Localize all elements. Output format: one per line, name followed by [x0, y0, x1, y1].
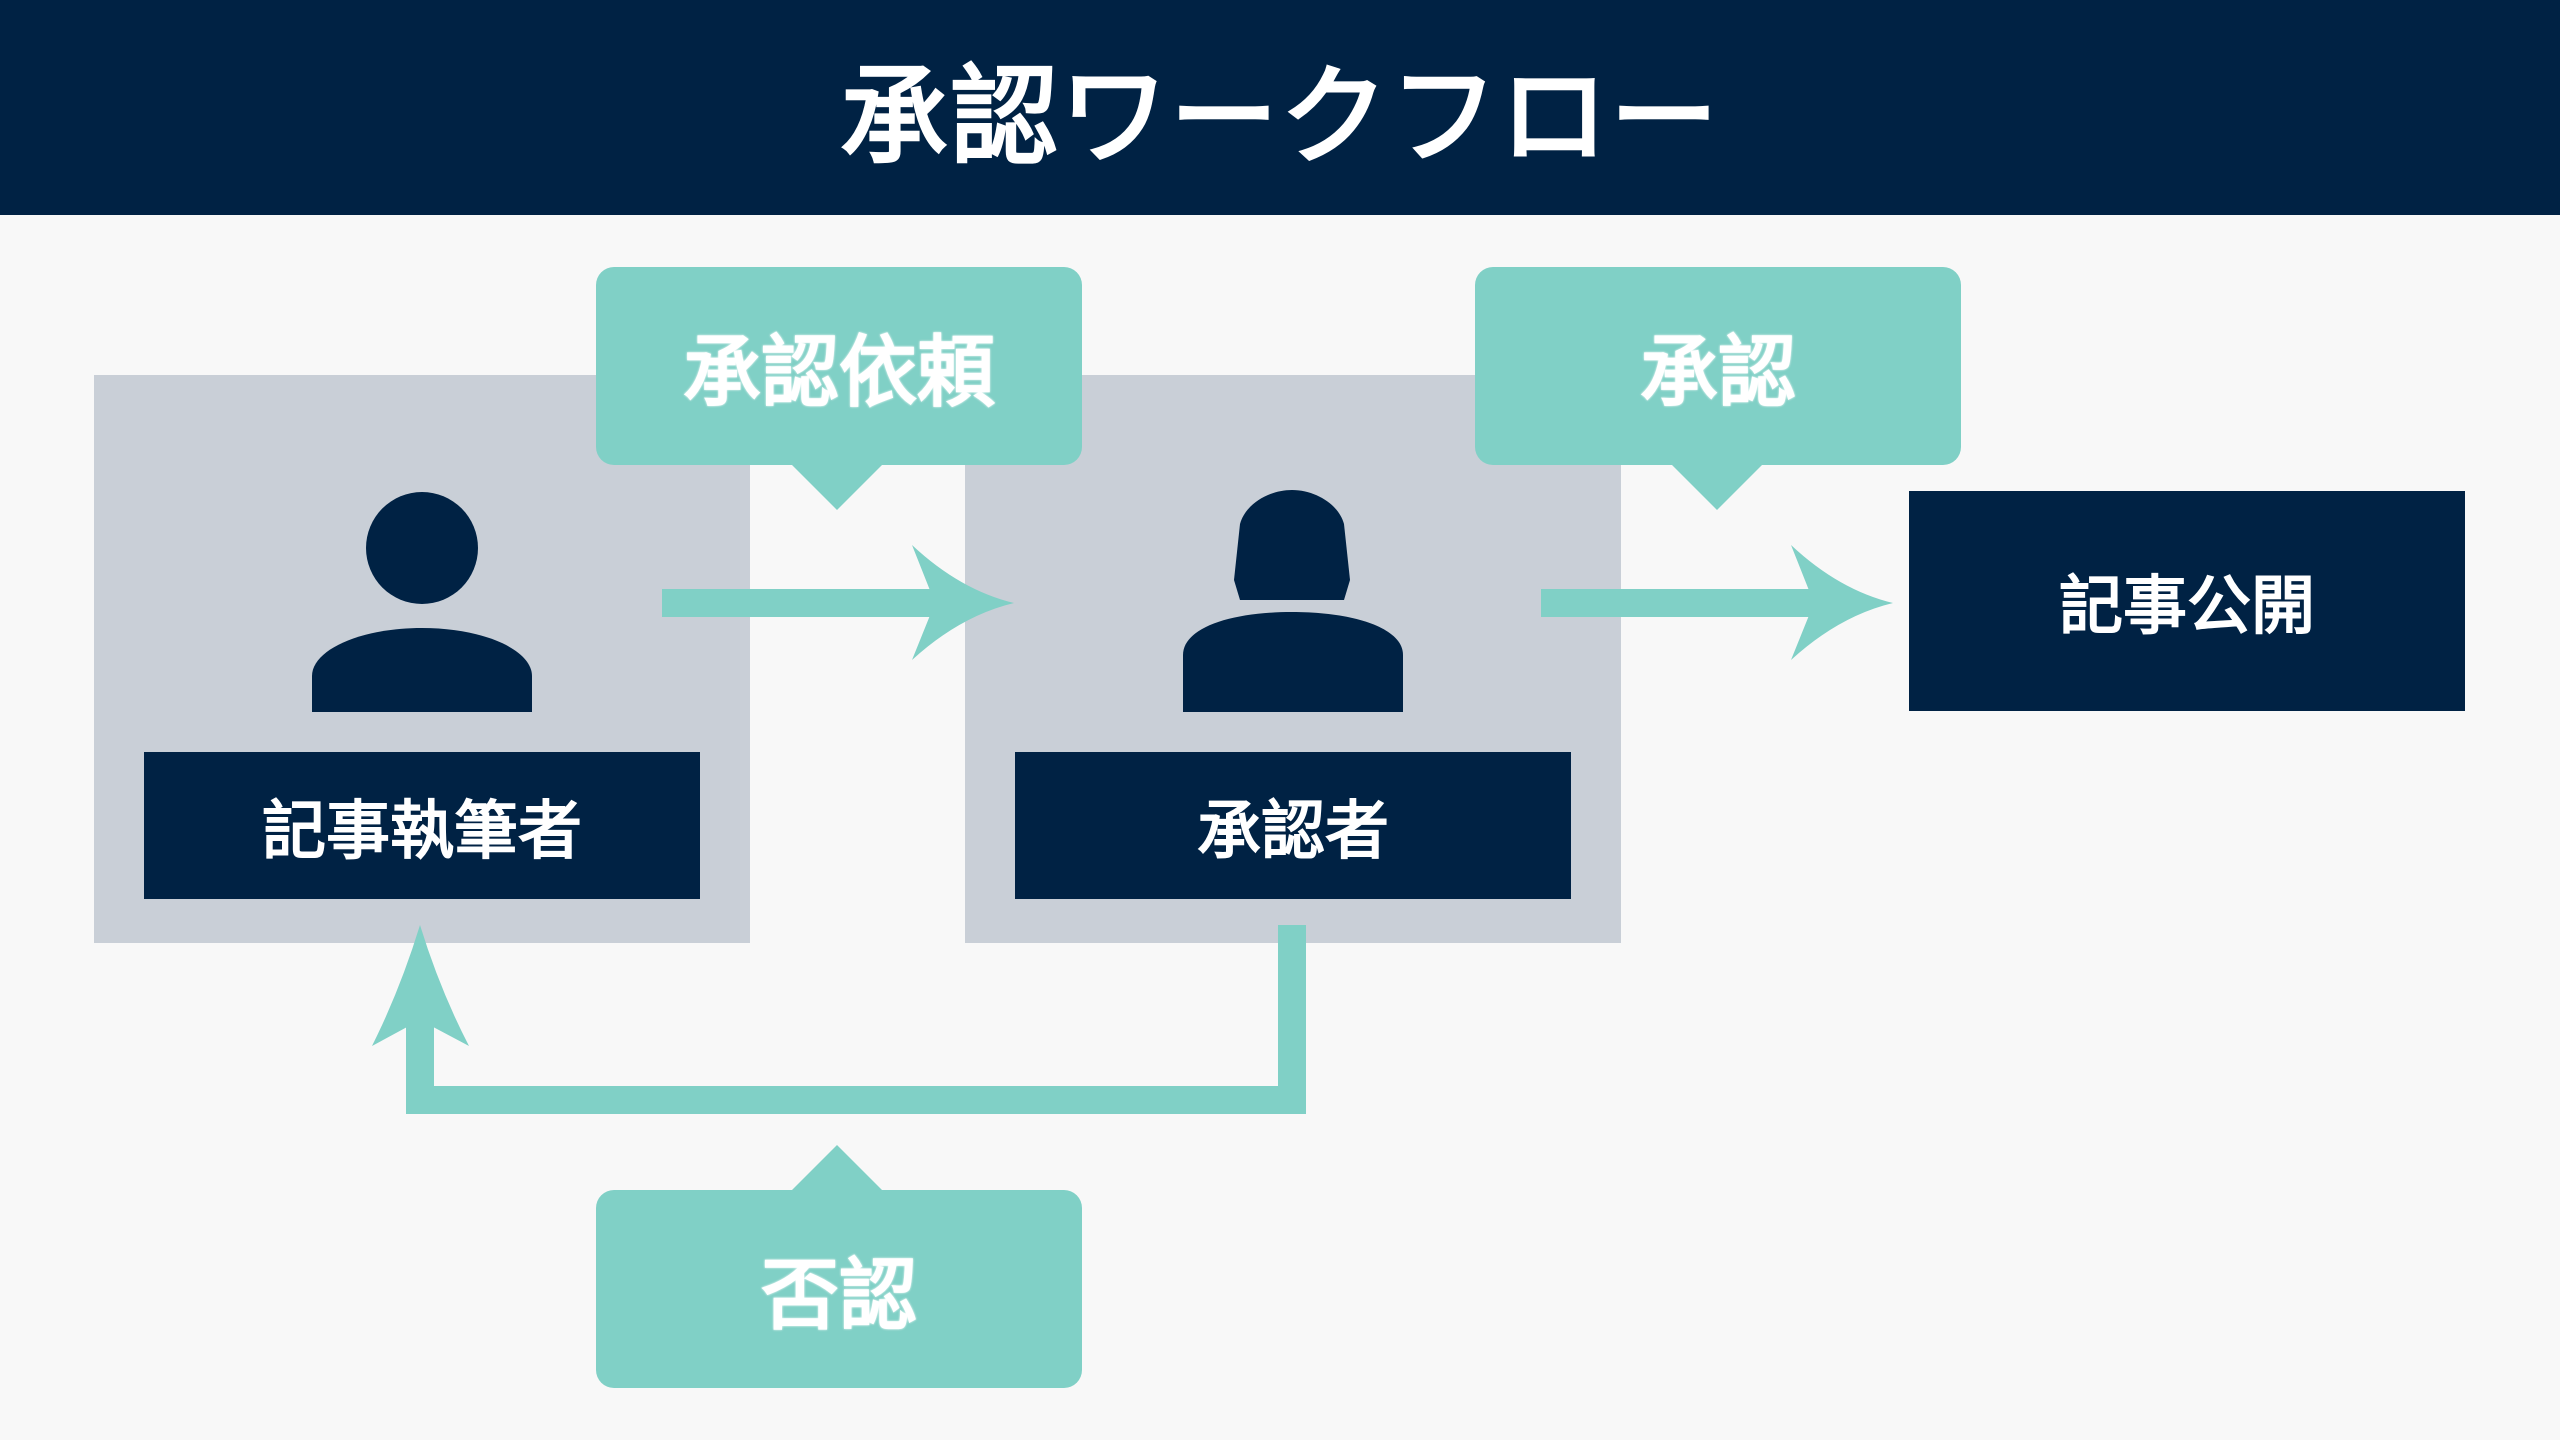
- header-bar: 承認ワークフロー: [0, 0, 2560, 215]
- reject-bubble: 否認: [596, 1190, 1082, 1388]
- approve-bubble-tail: [1670, 463, 1764, 510]
- reject-arrow: [372, 925, 1306, 1114]
- publish-label: 記事公開: [1909, 491, 2465, 711]
- writer-label: 記事執筆者: [144, 752, 700, 899]
- reject-bubble-tail: [790, 1145, 884, 1192]
- request-bubble: 承認依頼: [596, 267, 1082, 465]
- page-title: 承認ワークフロー: [839, 54, 1720, 180]
- request-bubble-tail: [790, 463, 884, 510]
- approver-label: 承認者: [1015, 752, 1571, 899]
- approve-bubble: 承認: [1475, 267, 1961, 465]
